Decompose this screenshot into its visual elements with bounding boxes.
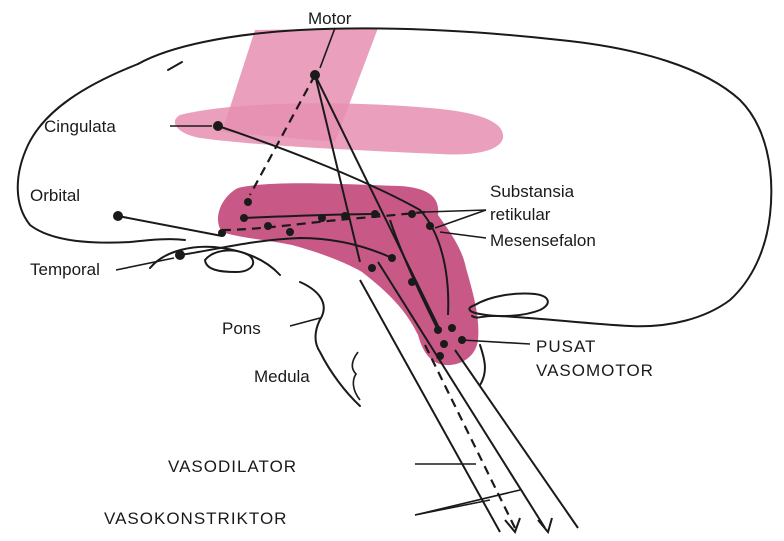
reticular-node-9 <box>408 210 416 218</box>
vasomotor-label: VASOMOTOR <box>536 361 654 380</box>
reticular-node-2 <box>240 214 248 222</box>
frontal-notch <box>168 62 182 70</box>
cingulate-node <box>213 121 223 131</box>
brain-outline-lower-left <box>18 64 185 243</box>
vasomotor-node-5 <box>436 352 444 360</box>
orbital-node <box>113 211 123 221</box>
vasomotor-node-3 <box>440 340 448 348</box>
temporal-label: Temporal <box>30 260 100 279</box>
temporal-leader <box>116 258 174 270</box>
orbital-pathway <box>118 216 222 236</box>
vasokonstriktor-leader-2 <box>415 490 520 515</box>
reticular-node-10 <box>426 222 434 230</box>
reticular-node-7 <box>341 212 349 220</box>
brainstem-outline <box>480 345 485 385</box>
reticular-node-8 <box>371 210 379 218</box>
medula-label: Medula <box>254 367 310 386</box>
ventricle-outline <box>469 293 547 316</box>
temporal-node <box>175 250 185 260</box>
pons-leader <box>290 318 320 326</box>
vasokonstriktor-label: VASOKONSTRIKTOR <box>104 509 287 528</box>
pons-label: Pons <box>222 319 261 338</box>
substansia-leader-2 <box>435 210 486 228</box>
reticular-node-13 <box>408 278 416 286</box>
motor-node <box>310 70 320 80</box>
reticular-node-4 <box>264 222 272 230</box>
pons-outline <box>300 282 360 406</box>
reticular-node-3 <box>218 229 226 237</box>
substansia-label: Substansia <box>490 182 575 201</box>
vasodilator-label: VASODILATOR <box>168 457 297 476</box>
motor-label: Motor <box>308 9 352 28</box>
cingulata-label: Cingulata <box>44 117 116 136</box>
temporal-pole <box>205 250 253 272</box>
reticular-node-5 <box>286 228 294 236</box>
orbital-label: Orbital <box>30 186 80 205</box>
retikular-label: retikular <box>490 205 551 224</box>
vasomotor-node-2 <box>448 324 456 332</box>
medula-bracket <box>352 352 360 400</box>
reticular-node-12 <box>368 264 376 272</box>
reticular-node-11 <box>388 254 396 262</box>
pusat-label: PUSAT <box>536 337 596 356</box>
vasomotor-node-1 <box>434 326 442 334</box>
mesensefalon-label: Mesensefalon <box>490 231 596 250</box>
reticular-node-6 <box>318 214 326 222</box>
reticular-node-1 <box>244 198 252 206</box>
